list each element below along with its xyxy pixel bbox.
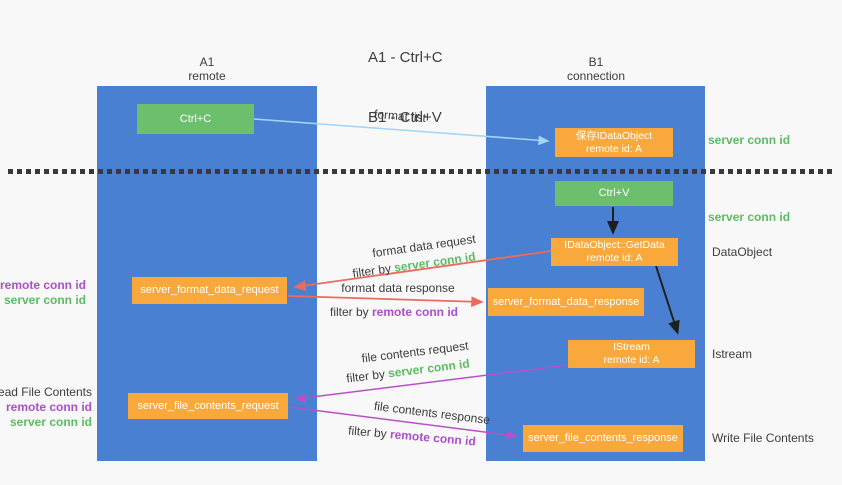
format-data-request-arrow bbox=[293, 250, 552, 291]
dataobject-annotation: DataObject bbox=[712, 245, 773, 259]
column-b1-subtitle: connection bbox=[566, 69, 626, 83]
column-b1-header: B1 connection bbox=[526, 55, 666, 83]
title-line-1: A1 - Ctrl+C bbox=[368, 49, 443, 66]
node-idataobject-getdata: IDataObject::GetData remote id: A bbox=[551, 238, 678, 266]
node-server-file-contents-request-label: server_file_contents_request bbox=[137, 399, 279, 412]
node-ctrl-v: Ctrl+V bbox=[555, 181, 673, 206]
node-server-format-data-request: server_format_data_request bbox=[132, 277, 287, 304]
server-conn-id-annotation: server conn id bbox=[9, 415, 92, 429]
node-getdata-line2: remote id: A bbox=[586, 252, 643, 264]
format-list-arrow bbox=[253, 118, 550, 146]
node-istream-line1: IStream bbox=[613, 341, 650, 353]
node-ctrl-c-label: Ctrl+C bbox=[179, 112, 212, 125]
node-getdata-line1: IDataObject::GetData bbox=[564, 239, 665, 251]
write-file-contents-label: Write File Contents bbox=[712, 431, 814, 445]
remote-conn-id-text: remote conn id bbox=[372, 305, 459, 319]
column-a1-name: A1 bbox=[199, 55, 215, 69]
copy-paste-separator-line bbox=[8, 169, 836, 174]
column-b1-name: B1 bbox=[588, 55, 604, 69]
column-a1-subtitle: remote bbox=[188, 69, 226, 83]
title-line-2: B1 - Ctrl+V bbox=[368, 109, 442, 126]
column-a1-header: A1 remote bbox=[137, 55, 277, 83]
format-data-response-arrow bbox=[287, 295, 484, 308]
node-server-format-data-response-label: server_format_data_response bbox=[492, 295, 640, 308]
server-conn-id-annotation: server conn id bbox=[3, 293, 86, 307]
remote-conn-id-annotation: remote conn id bbox=[5, 400, 92, 414]
node-ctrl-c: Ctrl+C bbox=[137, 104, 254, 134]
file-contents-response-arrow bbox=[288, 406, 518, 440]
diagram-title: A1 - Ctrl+C B1 - Ctrl+V bbox=[368, 8, 443, 168]
filter-by-text: filter by bbox=[329, 305, 372, 319]
right-server-conn-id-mid: server conn id bbox=[708, 210, 791, 224]
format-data-response-label: format data response bbox=[341, 281, 455, 295]
getdata-to-istream-arrow bbox=[655, 265, 680, 335]
node-server-file-contents-response: server_file_contents_response bbox=[523, 425, 683, 452]
right-server-conn-id-top: server conn id bbox=[708, 133, 791, 147]
node-ctrl-v-label: Ctrl+V bbox=[598, 187, 630, 199]
left-file-annotations: Read File Contents remote conn id server… bbox=[0, 385, 92, 430]
node-save-idataobject-line2: remote id: A bbox=[585, 142, 643, 155]
node-save-idataobject-line1: 保存IDataObject bbox=[575, 129, 653, 142]
node-server-file-contents-response-label: server_file_contents_response bbox=[528, 432, 678, 444]
left-format-conn-ids: remote conn id server conn id bbox=[0, 278, 86, 308]
node-save-idataobject: 保存IDataObject remote id: A bbox=[555, 128, 673, 157]
node-istream-line2: remote id: A bbox=[603, 354, 660, 366]
file-contents-request-arrow bbox=[294, 364, 569, 403]
node-server-file-contents-request: server_file_contents_request bbox=[128, 393, 288, 419]
node-server-format-data-response: server_format_data_response bbox=[488, 288, 644, 316]
format-data-response-filter-label: filter by remote conn id bbox=[330, 305, 458, 319]
remote-conn-id-annotation: remote conn id bbox=[0, 278, 86, 292]
istream-annotation: Istream bbox=[712, 347, 753, 361]
read-file-contents-label: Read File Contents bbox=[0, 385, 92, 399]
node-server-format-data-request-label: server_format_data_request bbox=[140, 284, 279, 296]
node-istream: IStream remote id: A bbox=[568, 340, 695, 368]
